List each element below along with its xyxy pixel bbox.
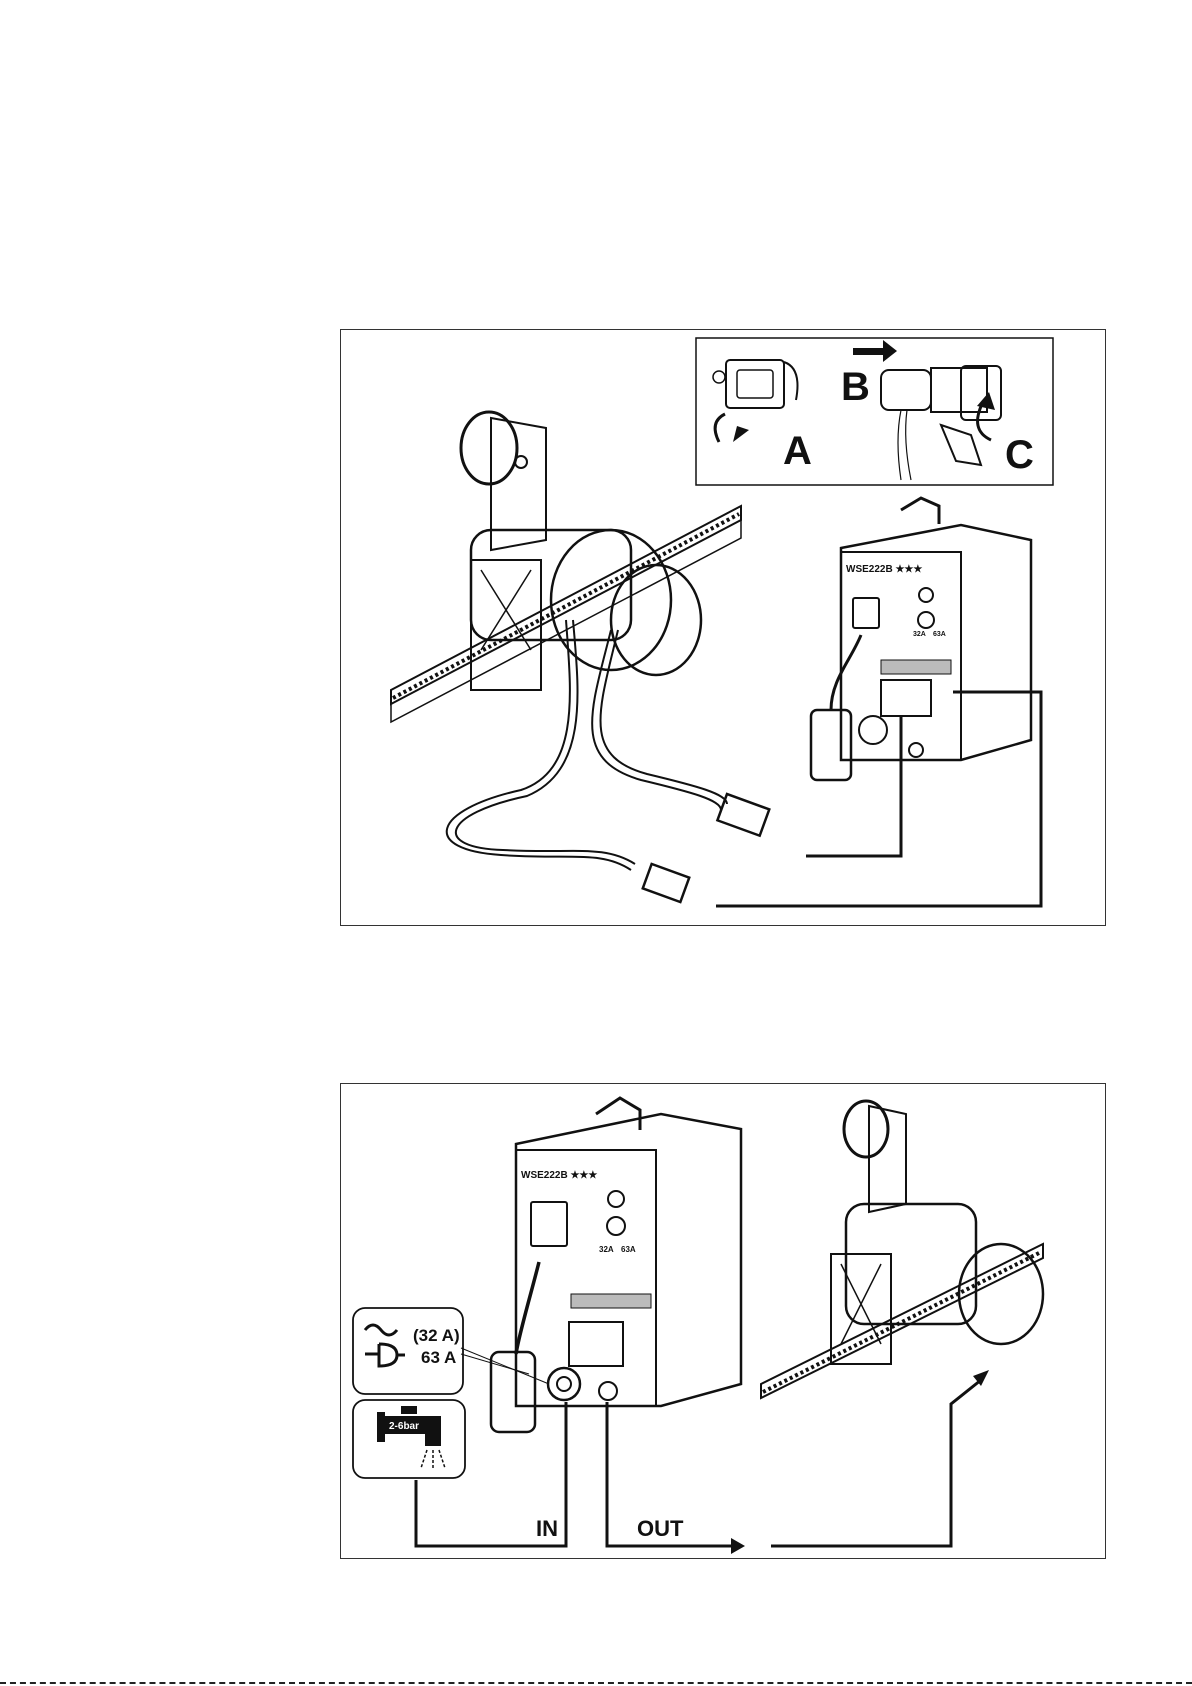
guide-rail xyxy=(391,506,741,722)
hose-assembly xyxy=(447,620,727,870)
rating-63a-label: 63A xyxy=(933,631,946,638)
power-pointer-line xyxy=(461,1354,529,1374)
water-tap-icon xyxy=(377,1406,445,1470)
outlet-label: OUT xyxy=(637,1516,684,1541)
connection-diagram-panel-top: A B C xyxy=(340,329,1106,926)
connection-line-hose-to-unit xyxy=(716,692,1041,906)
control-unit-model-label: WSE222B ★★★ xyxy=(521,1170,597,1181)
rating-32a-label: 32A xyxy=(599,1245,614,1254)
step-label-c: C xyxy=(1005,433,1034,477)
water-to-head-line xyxy=(771,1380,981,1546)
inlet-label: IN xyxy=(536,1516,558,1541)
hose-connector-plug xyxy=(717,794,769,836)
footer-rule xyxy=(0,1682,1192,1686)
step-label-b: B xyxy=(841,365,870,409)
welding-head-drawing xyxy=(831,1101,1043,1364)
power-rating-primary: (32 A) xyxy=(413,1326,460,1345)
top-diagram-svg: A B C xyxy=(341,330,1107,927)
power-rating-secondary: 63 A xyxy=(421,1348,456,1367)
guide-rail xyxy=(761,1244,1043,1398)
step-label-a: A xyxy=(783,429,812,473)
connection-diagram-panel-bottom: WSE222B ★★★ 32A 63A (32 A) 63 A 2-6bar xyxy=(340,1083,1106,1559)
control-unit-drawing xyxy=(491,1098,741,1432)
hose-connector-plug xyxy=(643,864,689,902)
connection-line-plug-to-unit xyxy=(806,716,901,856)
ac-power-plug-icon xyxy=(365,1325,405,1366)
control-unit-drawing xyxy=(811,498,1031,780)
control-unit-model-label: WSE222B ★★★ xyxy=(846,564,922,575)
bottom-diagram-svg: WSE222B ★★★ 32A 63A (32 A) 63 A 2-6bar xyxy=(341,1084,1107,1560)
arrow-right-icon xyxy=(731,1538,745,1554)
rating-32a-label: 32A xyxy=(913,631,926,638)
rating-63a-label: 63A xyxy=(621,1245,636,1254)
water-pressure-label: 2-6bar xyxy=(389,1421,419,1432)
